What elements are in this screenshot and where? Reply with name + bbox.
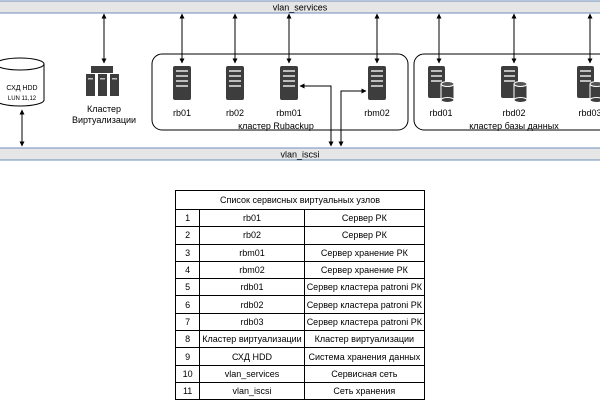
row-name: rb01	[199, 208, 305, 228]
row-name: rdb01	[199, 278, 305, 297]
row-role: Сервисная сеть	[303, 364, 426, 383]
row-name: rbm02	[199, 260, 305, 280]
storage-hdd-icon	[0, 57, 45, 107]
virt-cluster-icon	[86, 66, 119, 96]
node-label-rbd01: rbd01	[429, 108, 452, 118]
row-number: 4	[174, 260, 201, 280]
rubackup-cluster-label: кластер Rubackup	[238, 121, 314, 131]
row-role: Сервер хранение РК	[303, 243, 426, 262]
storage-label-line1: СХД HDD	[6, 85, 37, 92]
row-number: 5	[174, 278, 201, 297]
virt-cluster-label-line2: Виртуализации	[72, 115, 136, 125]
node-label-rbd03: rbd03	[578, 108, 600, 118]
row-name: rbm01	[199, 243, 305, 262]
row-name: rb02	[199, 226, 305, 245]
row-role: Сервер хранение РК	[303, 260, 426, 280]
vlan-iscsi-label: vlan_iscsi	[280, 150, 319, 160]
row-role: Сервер РК	[303, 208, 426, 228]
row-number: 3	[174, 243, 201, 262]
row-name: vlan_services	[199, 364, 305, 383]
rb01-server-icon	[173, 66, 191, 100]
row-role: Сеть хранения	[303, 381, 426, 400]
row-name: Кластер виртуализации	[199, 330, 305, 349]
vlan-services-bus	[0, 0, 600, 14]
rbd02-db-server-icon	[500, 65, 528, 103]
rbm01-server-icon	[280, 66, 298, 100]
vlan-services-label: vlan_services	[273, 3, 328, 13]
row-number: 8	[174, 330, 201, 349]
node-label-rb01: rb01	[173, 108, 191, 118]
virt-cluster-label-line1: Кластер	[87, 104, 121, 114]
table-title: Список сервисных виртуальных узлов	[175, 190, 425, 209]
row-number: 11	[174, 381, 201, 400]
row-name: rdb03	[199, 312, 305, 332]
row-number: 2	[174, 226, 201, 245]
rbd03-db-server-icon	[576, 65, 600, 103]
node-label-rb02: rb02	[226, 108, 244, 118]
row-name: rdb02	[199, 295, 305, 314]
row-number: 10	[174, 364, 201, 383]
rubackup-cluster-frame	[151, 53, 409, 131]
node-label-rbm02: rbm02	[364, 108, 390, 118]
row-role: Сервер кластера patroni РК	[303, 278, 426, 297]
row-role: Сервер кластера patroni РК	[303, 312, 426, 332]
row-name: vlan_iscsi	[199, 381, 305, 400]
row-number: 9	[174, 347, 201, 366]
row-name: СХД HDD	[199, 347, 305, 366]
node-label-rbd02: rbd02	[502, 108, 525, 118]
vlan-iscsi-bus	[0, 147, 600, 161]
row-role: Кластер виртуализации	[303, 330, 426, 349]
network-diagram: vlan_services vlan_iscsi СХД HDD LUN 11,…	[0, 0, 600, 161]
db-cluster-label: кластер базы данных	[469, 121, 559, 131]
node-label-rbm01: rbm01	[276, 108, 302, 118]
row-number: 6	[174, 295, 201, 314]
rb02-server-icon	[226, 66, 244, 100]
rbd01-db-server-icon	[427, 65, 455, 103]
connector-arrows	[19, 13, 593, 147]
row-number: 7	[174, 312, 201, 332]
storage-label-line2: LUN 11,12	[8, 96, 37, 102]
row-number: 1	[174, 208, 201, 228]
row-role: Сервер РК	[303, 226, 426, 245]
row-role: Сервер кластера patroni РК	[303, 295, 426, 314]
rbm02-server-icon	[368, 66, 386, 100]
row-role: Система хранения данных	[303, 347, 426, 366]
